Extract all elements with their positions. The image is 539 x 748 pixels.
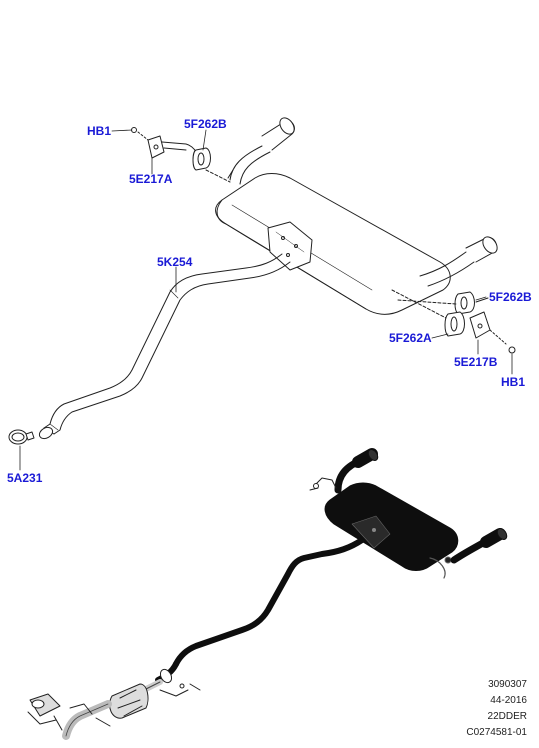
rear-muffler	[215, 173, 451, 315]
assembled-muffler	[324, 482, 459, 579]
tailpipe-right	[419, 236, 498, 287]
reference-line-2: 44-2016	[490, 695, 527, 706]
insulator-5f262b-top	[192, 147, 231, 183]
callout-5a231[interactable]: 5A231	[7, 471, 43, 485]
assembled-hangers	[309, 477, 337, 491]
assembled-front-section	[27, 661, 201, 740]
callout-hb1-bottom[interactable]: HB1	[501, 375, 526, 389]
reference-block: 3090307 44-2016 22DDER C0274581-01	[466, 679, 527, 739]
callout-5k254[interactable]: 5K254	[157, 255, 193, 269]
callout-5e217a[interactable]: 5E217A	[129, 172, 173, 186]
leader-lines	[19, 129, 513, 471]
assembled-tailpipe-right	[450, 528, 508, 564]
reference-line-3: 22DDER	[487, 711, 527, 722]
hanger-5e217a	[131, 127, 197, 159]
hanger-5e217b	[469, 311, 516, 354]
callout-hb1-top[interactable]: HB1	[87, 124, 112, 138]
callout-5f262b-right[interactable]: 5F262B	[489, 290, 532, 304]
assembled-tailpipe-left	[334, 448, 379, 494]
reference-line-4: C0274581-01	[466, 727, 527, 738]
clamp-5a231	[8, 429, 35, 445]
insulator-5f262b-right	[397, 291, 489, 315]
callout-5f262a[interactable]: 5F262A	[389, 331, 432, 345]
exploded-view	[8, 117, 516, 471]
assembled-intermediate-pipe	[173, 537, 365, 667]
callout-5f262b-top[interactable]: 5F262B	[184, 117, 227, 131]
assembled-view	[27, 448, 508, 740]
reference-line-1: 3090307	[488, 679, 527, 690]
insulator-5f262a	[391, 289, 465, 337]
intermediate-pipe	[38, 253, 291, 440]
callout-5e217b[interactable]: 5E217B	[454, 355, 498, 369]
tailpipe-left	[227, 117, 295, 185]
